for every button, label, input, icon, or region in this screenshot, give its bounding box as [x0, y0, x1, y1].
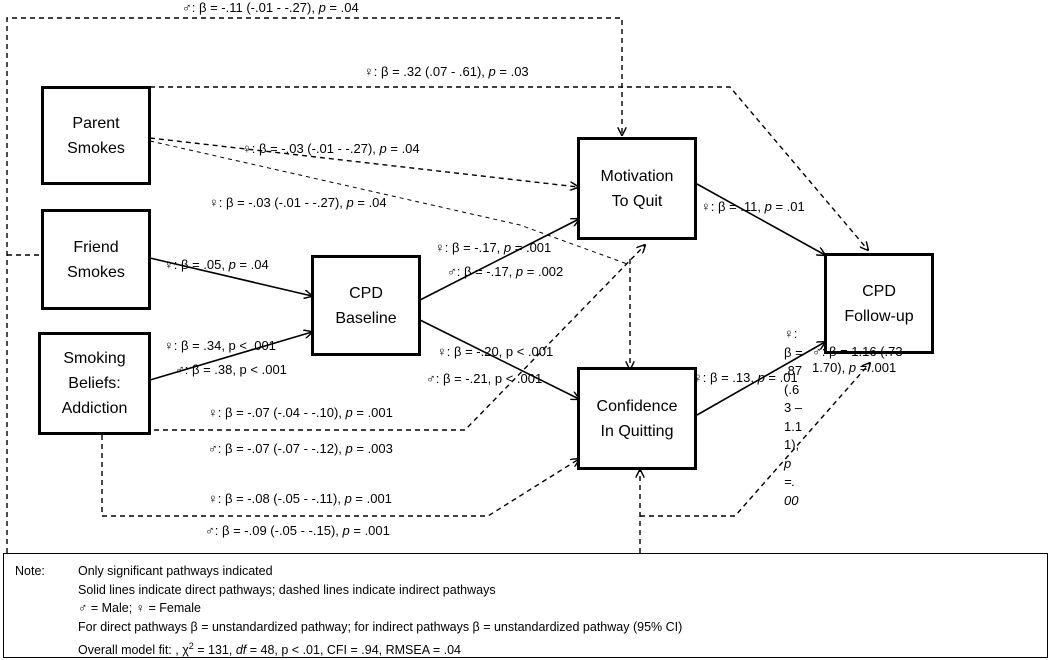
- label-beliefs-indirect-1-female: ♀: β = -.07 (-.04 - -.10), p = .001: [208, 405, 393, 420]
- node-text: Friend: [73, 238, 119, 256]
- label-top-male: ♂: β = -.11 (-.01 - -.27), p = .04: [182, 0, 359, 15]
- label-fragment: β =: [784, 344, 803, 360]
- label-beliefs-cpd-male: ♂: β = .38, p < .001: [175, 362, 287, 377]
- node-text: Follow-up: [844, 307, 914, 325]
- label-parent-confidence: ♀: β = -.03 (-.01 - -.27), p = .04: [209, 195, 387, 210]
- node-text: Motivation: [600, 167, 674, 185]
- node-text: In Quitting: [600, 422, 674, 440]
- note-line: Solid lines indicate direct pathways; da…: [78, 582, 496, 597]
- node-text: Smokes: [67, 263, 125, 281]
- label-fragment: (.6: [784, 381, 800, 397]
- label-fragment: 3 –: [784, 400, 803, 415]
- note-line: Overall model fit: , χ2 = 131, df = 48, …: [78, 640, 461, 657]
- node-text: Beliefs:: [68, 375, 121, 392]
- node-text: Baseline: [335, 309, 397, 327]
- label-fragment: .87: [784, 363, 803, 378]
- path-friend-to-cpd: [149, 257, 312, 296]
- label-followup-female: ♀: β = .87 (.6 3 – 1.1 1), p =. 00: [784, 325, 803, 510]
- label-confidence-followup: ♀: β = .13, p = .01: [693, 370, 798, 385]
- note-line: For direct pathways β = unstandardized p…: [78, 620, 683, 635]
- path-lower-to-followup: [640, 363, 870, 517]
- label-followup-male: ♂: β = 1.16 (.73 – 1.70), p = .001: [812, 344, 914, 375]
- label-fragment: p: [784, 455, 792, 471]
- path-cpd-to-confidence: [419, 319, 579, 399]
- node-motivation: Motivation To Quit: [577, 137, 697, 240]
- node-text: Smoking: [63, 350, 126, 367]
- path-beliefs-to-motivation-male: [6, 17, 622, 553]
- label-fragment: ♀:: [784, 326, 798, 341]
- node-parent-smokes: Parent Smokes: [41, 86, 151, 185]
- note-line: Only significant pathways indicated: [78, 564, 273, 578]
- label-fragment: 1.1: [784, 418, 803, 434]
- label-cpd-motivation-male: ♂: β = -.17, p = .002: [447, 264, 564, 279]
- label-beliefs-cpd-female: ♀: β = .34, p < .001: [164, 338, 276, 353]
- label-friend-cpd: ♀: β = .05, p = .04: [164, 257, 269, 272]
- node-cpd-baseline: CPD Baseline: [311, 255, 421, 356]
- note-line: ♂ = Male; ♀ = Female: [78, 601, 201, 616]
- label-beliefs-indirect-2-male: ♂: β = -.09 (-.05 - -.15), p = .001: [205, 523, 390, 538]
- path-motivation-to-followup: [696, 183, 825, 255]
- node-text: CPD: [349, 284, 383, 302]
- node-text: Smokes: [67, 139, 125, 157]
- path-cpd-to-motivation: [419, 219, 579, 301]
- label-fragment: =.: [784, 474, 796, 489]
- note-heading: Note:: [15, 564, 45, 578]
- note-lines: Only significant pathways indicated Soli…: [78, 562, 682, 660]
- label-cpd-confidence-female: ♀: β = -.20, p < .001: [437, 344, 554, 359]
- label-cpd-motivation-female: ♀: β = -.17, p = .001: [435, 240, 552, 255]
- path-confidence-to-followup: [696, 342, 825, 416]
- label-fragment: 00: [784, 492, 799, 508]
- node-smoking-beliefs: Smoking Beliefs: Addiction: [38, 332, 151, 435]
- label-motivation-followup: ♀: β = .11, p = .01: [701, 199, 805, 214]
- path-beliefs-indirect-1: [100, 245, 645, 431]
- node-friend-smokes: Friend Smokes: [41, 209, 151, 310]
- label-beliefs-indirect-2-female: ♀: β = -.08 (-.05 - -.11), p = .001: [208, 491, 392, 506]
- node-text: Confidence: [596, 397, 678, 415]
- node-text: Addiction: [61, 400, 128, 417]
- label-beliefs-indirect-1-male: ♂: β = -.07 (-.07 - -.12), p = .003: [208, 441, 393, 456]
- path-parent-to-followup-female: [150, 86, 868, 250]
- note-box: Note: Only significant pathways indicate…: [3, 553, 1048, 658]
- label-cpd-confidence-male: ♂: β = -.21, p < .001: [426, 371, 543, 386]
- label-fragment: 1),: [784, 437, 800, 452]
- path-parent-to-confidence: [149, 140, 631, 266]
- label-top-female: ♀: β = .32 (.07 - .61), p = .03: [364, 64, 529, 79]
- path-beliefs-indirect-2: [101, 435, 579, 517]
- node-text: To Quit: [611, 192, 663, 210]
- node-confidence: Confidence In Quitting: [577, 367, 697, 470]
- node-text: CPD: [862, 282, 896, 300]
- node-cpd-followup: CPD Follow-up: [824, 253, 934, 354]
- node-text: Parent: [72, 114, 120, 132]
- label-parent-motivation: ♀: β = -.03 (-.01 - -.27), p = .04: [242, 141, 420, 156]
- path-beliefs-to-cpd: [149, 332, 312, 381]
